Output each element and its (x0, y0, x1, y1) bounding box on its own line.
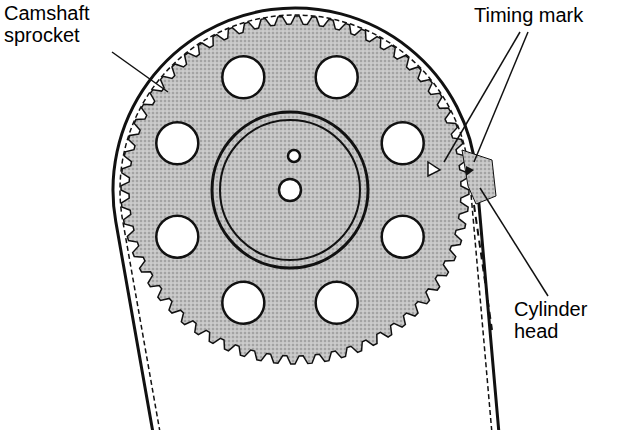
timing-belt (113, 8, 500, 430)
part-label: Camshaft sprocket (4, 2, 124, 47)
hub-ring (212, 112, 368, 268)
cylinder-head-edge (474, 205, 492, 330)
part-label: Cylinder head (514, 298, 624, 343)
sprocket-hole (222, 56, 264, 98)
cylinder-head (462, 150, 496, 204)
sprocket-hole (222, 282, 264, 324)
pin-hole (288, 150, 300, 162)
hub-face (220, 120, 360, 260)
sprocket-holes (156, 56, 423, 323)
sprocket-hole (382, 122, 424, 164)
bolt-hole (279, 179, 301, 201)
sprocket-hole (156, 122, 198, 164)
sprocket-hole (156, 216, 198, 258)
leader-line (480, 188, 548, 296)
timing-mark (466, 166, 474, 176)
part-label: Timing mark (474, 4, 614, 26)
sprocket-body (121, 16, 469, 364)
timing-mark (428, 162, 440, 176)
timing-belt-teeth (120, 15, 493, 430)
sprocket-hole (316, 56, 358, 98)
leader-line (474, 32, 528, 162)
sprocket-hole (382, 216, 424, 258)
leader-line (112, 52, 168, 92)
sprocket-hole (316, 282, 358, 324)
